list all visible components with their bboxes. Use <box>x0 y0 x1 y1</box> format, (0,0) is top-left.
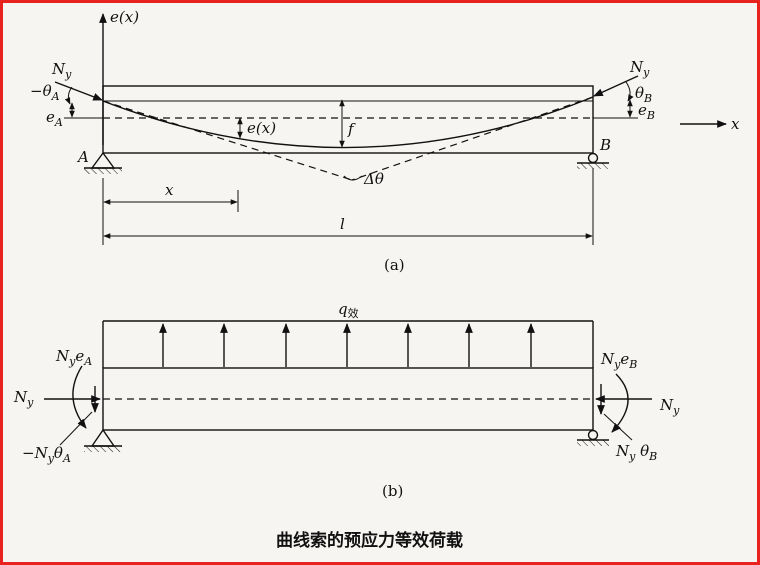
theta-b-label: θB <box>635 84 652 105</box>
delta-theta-arc <box>343 175 363 181</box>
x-dim-label: x <box>165 181 174 199</box>
cable-curve <box>102 96 594 149</box>
ny-eb-label: NyeB <box>600 350 637 371</box>
ny-right-b-label: Ny <box>659 396 680 417</box>
roller-support-b-b <box>577 429 609 446</box>
theta-a-label: −θA <box>30 82 60 103</box>
ny-right-arrow <box>593 75 639 97</box>
support-a-label: A <box>76 148 89 166</box>
roller-support-b <box>577 152 609 169</box>
beam-a <box>102 85 594 154</box>
ny-theta-b-label: Ny θB <box>615 442 657 463</box>
support-b-label: B <box>599 136 611 154</box>
ny-right-label: Ny <box>629 58 650 79</box>
ny-theta-a-leader <box>59 411 93 446</box>
theta-b-arc <box>625 81 634 102</box>
l-dim-label: l <box>340 215 345 233</box>
delta-theta-label: Δθ <box>363 170 384 188</box>
f-label: f <box>347 120 356 138</box>
load-arrows <box>159 323 535 367</box>
ny-left-b-label: Ny <box>13 388 34 409</box>
e-b-label: eB <box>638 101 655 122</box>
theta-a-arc <box>64 86 73 105</box>
ny-ea-label: NyeA <box>55 347 92 368</box>
moment-a-arc <box>72 365 87 429</box>
ny-left-label: Ny <box>51 60 72 81</box>
tangent-right <box>351 96 594 181</box>
ny-left-arrow <box>54 81 103 101</box>
caption-b: (b) <box>382 482 403 500</box>
caption-a: (a) <box>384 256 405 274</box>
figure-title: 曲线索的预应力等效荷载 <box>276 530 463 551</box>
ny-theta-b-leader <box>603 413 633 441</box>
e-axis-label: e(x) <box>110 8 139 26</box>
e-a-label: eA <box>46 108 63 129</box>
diagram-a: e(x) Ny −θA eA A e(x) f <box>30 8 740 274</box>
tangent-left <box>102 100 353 181</box>
e-x-label: e(x) <box>247 119 276 137</box>
diagram-b: q效 NyeA Ny −NyθA NyeB <box>13 300 680 500</box>
pin-support-a <box>84 151 122 174</box>
q-label: q效 <box>338 300 359 320</box>
ny-theta-a-label: −NyθA <box>22 444 71 465</box>
x-axis-label: x <box>731 115 740 133</box>
pin-support-a-b <box>84 428 122 452</box>
